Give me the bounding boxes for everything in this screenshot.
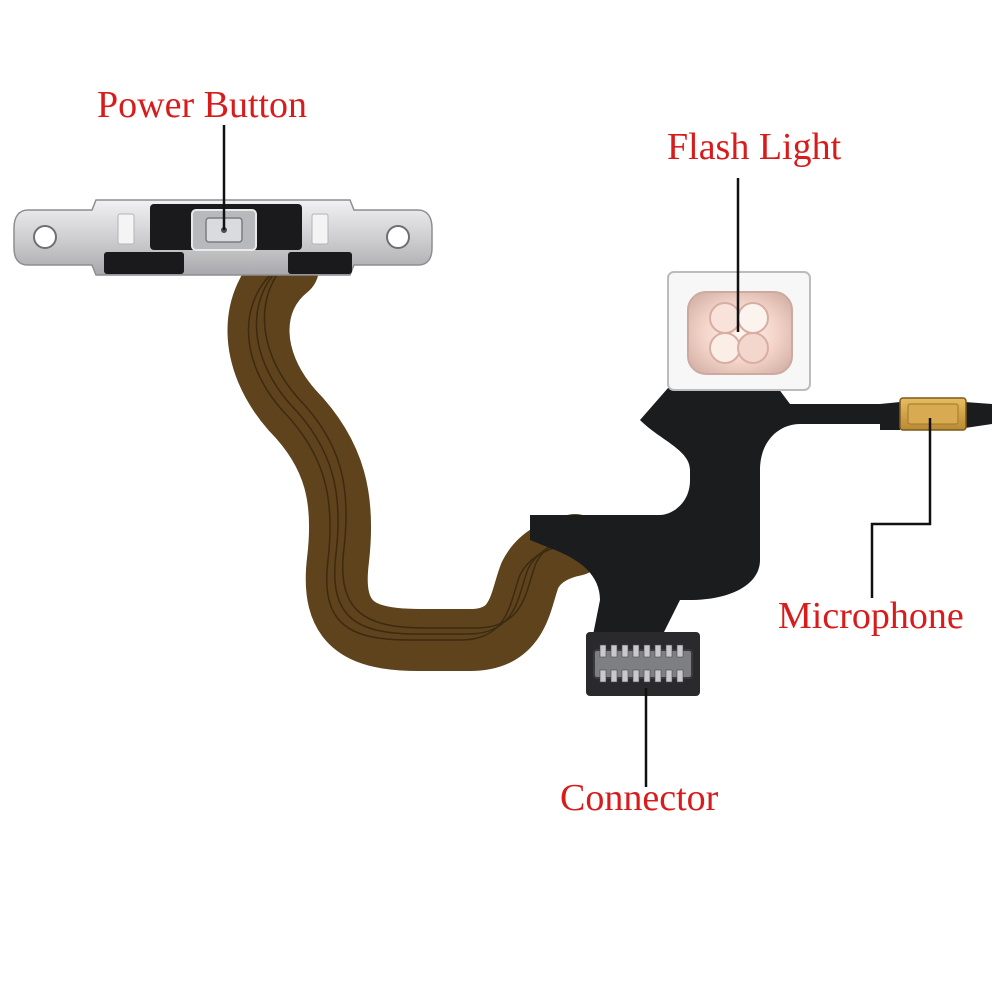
connector-pin — [599, 644, 607, 658]
connector-pin — [643, 669, 651, 683]
microphone-leader — [870, 418, 932, 598]
connector-pin — [676, 644, 684, 658]
power-button-bracket — [13, 199, 433, 276]
connector-pin — [654, 669, 662, 683]
connector-pin — [676, 669, 684, 683]
connector-pin — [665, 669, 673, 683]
connector-pin — [610, 669, 618, 683]
connector-pin — [643, 644, 651, 658]
leader-lines — [222, 125, 932, 787]
connector-pin — [632, 644, 640, 658]
amber-flex-cable — [227, 237, 606, 671]
flash-light-label: Flash Light — [667, 126, 842, 168]
connector-pin — [599, 669, 607, 683]
connector-pin — [632, 669, 640, 683]
black-flex-cable — [530, 388, 992, 640]
power-button-label: Power Button — [97, 84, 308, 126]
microphone-label: Microphone — [778, 595, 964, 637]
connector-pin — [621, 644, 629, 658]
connector-pin — [654, 644, 662, 658]
microphone-module — [899, 397, 967, 431]
connector-pin — [610, 644, 618, 658]
connector-label: Connector — [560, 777, 719, 819]
connector-pin — [621, 669, 629, 683]
connector-pin — [665, 644, 673, 658]
board-connector — [586, 632, 700, 696]
